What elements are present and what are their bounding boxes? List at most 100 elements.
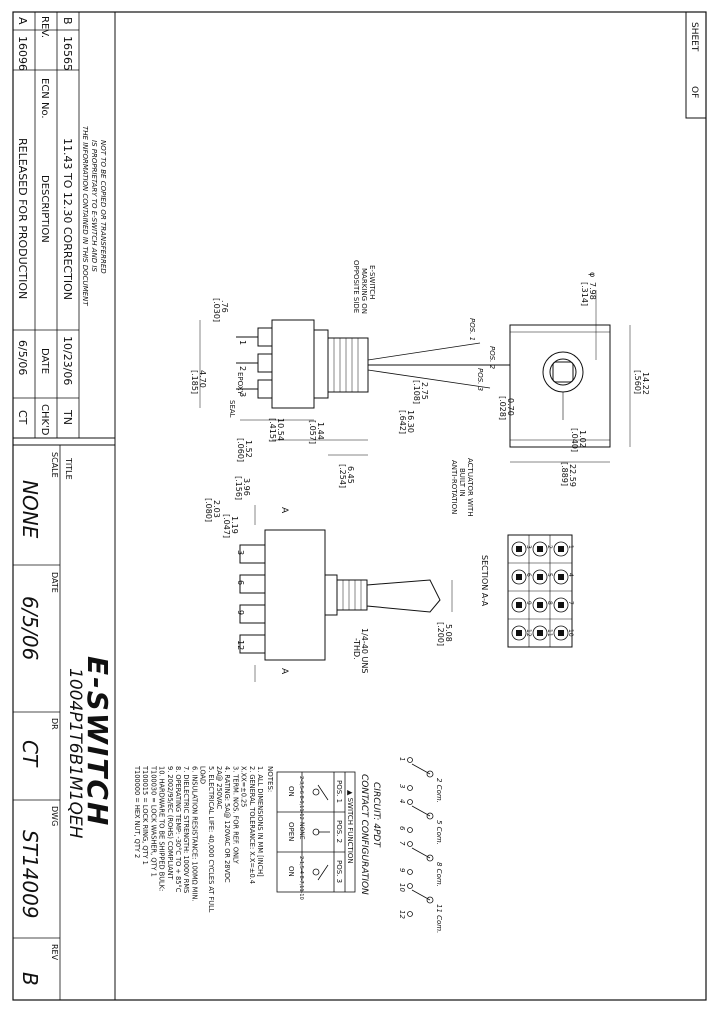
dim-value: 5.08: [444, 624, 453, 642]
terminal-label: 12: [398, 910, 406, 919]
note-line: 9. 2002/95/EC (ROHS) COMPLIANT: [166, 766, 174, 881]
section-terminal-number: 11: [546, 629, 553, 637]
common-label: 11 Com.: [435, 904, 443, 933]
contact-terminal: [407, 911, 413, 917]
section-terminal-number: 9: [525, 601, 532, 605]
note-line: 10. HARDWARE TO BE SHIPPED BULK:: [158, 766, 166, 891]
side-view: [199, 319, 510, 456]
contact-terminal: [407, 785, 413, 791]
front-view: [509, 290, 631, 463]
section-terminal: [532, 569, 548, 585]
terminal-label: 1: [398, 757, 406, 761]
dim-inch: [.040]: [570, 428, 579, 452]
section-terminal-number: 2: [546, 545, 553, 549]
dwg-value: ST14009: [18, 830, 42, 919]
section-terminal-core: [537, 546, 543, 552]
rev-row-chkd: CT: [16, 410, 29, 425]
common-label: 8 Com.: [435, 862, 443, 887]
function-cell: ON: [287, 866, 295, 877]
rev-row-ecn: 16565: [61, 36, 74, 71]
logo-text: E-SWITCH: [81, 656, 114, 827]
circuit-cell: 2-1,5-4 8-7,11-10: [298, 856, 304, 900]
note-line: 6. INSULATION RESISTANCE: 100MΩ MIN.: [190, 766, 198, 901]
section-terminal-number: 8: [546, 601, 553, 605]
terminal-label: 7: [398, 841, 406, 846]
terminal-label: 3: [398, 784, 406, 788]
common-contact: [426, 854, 434, 862]
rev-row-date: 10/23/06: [61, 336, 74, 385]
pos2-label: POS. 2: [488, 346, 496, 370]
description-header: DESCRIPTION: [39, 175, 50, 243]
section-terminal-core: [558, 546, 564, 552]
title-label: TITLE: [64, 457, 73, 480]
switch-function-table: [276, 771, 356, 893]
dim-value: 16.30: [406, 410, 415, 433]
dim-value: 3.96: [242, 478, 251, 496]
dim-inch: [.156]: [234, 476, 243, 500]
section-terminal: [511, 597, 527, 613]
terminal-label: 10: [398, 883, 406, 892]
notes-label: NOTES:: [266, 766, 274, 792]
rev-label: REV: [50, 944, 59, 961]
pos-header: POS. 2: [335, 820, 343, 843]
dim-value: 7.98: [588, 282, 597, 300]
section-terminal-core: [537, 574, 543, 580]
marking-label: E-SWITCH: [368, 265, 376, 299]
dim-inch: [.314]: [580, 282, 589, 306]
lever-taper: [366, 579, 441, 613]
note-line: T100015 = LOCK RING, QTY 1: [141, 765, 149, 865]
table-title: ▲ SWITCH FUNCTION: [346, 790, 354, 864]
rev-row-description: 11.43 TO 12.30 CORRECTION: [61, 138, 74, 300]
disclaimer-line: THE INFORMATION CONTAINED IN THIS DOCUME…: [81, 126, 89, 306]
scale-value: NONE: [18, 480, 42, 539]
marking-label: OPPOSITE SIDE: [352, 260, 360, 313]
brand-logo: E-SWITCH: [81, 656, 114, 827]
dim-inch: [.028]: [498, 396, 507, 420]
terminal-number: 3: [236, 550, 245, 555]
section-terminal-number: 6: [525, 573, 532, 577]
terminal-label: 6: [398, 826, 406, 831]
lever-symbols: [312, 784, 330, 881]
section-terminal-number: 7: [567, 601, 574, 605]
section-terminal: [511, 625, 527, 641]
switch-body: [271, 319, 315, 409]
dim-value: 4.70: [198, 370, 207, 388]
function-cell: ON: [287, 786, 295, 797]
antirot-label: ACTUATOR WITH: [466, 458, 474, 517]
section-terminal-core: [537, 602, 543, 608]
rev-row-rev: B: [61, 17, 74, 25]
note-line: 3. TERM. NOS. FOR REF. ONLY: [231, 766, 239, 865]
contact-terminal: [407, 869, 413, 875]
rev-value: B: [18, 972, 42, 986]
rev-row-rev: A: [16, 17, 29, 25]
contact-blade: [411, 805, 431, 817]
thd-label: 1/4-40 UNS: [360, 628, 369, 673]
dim-value: 2.03: [212, 500, 221, 518]
section-terminal-number: 1: [567, 545, 574, 549]
section-terminal: [553, 597, 569, 613]
drawing-title: 1004P1T6B1M1QEH: [65, 668, 85, 839]
contact-terminal: [407, 883, 413, 889]
dim-inch: [.889]: [560, 462, 569, 486]
rev-row-date: 6/5/06: [16, 340, 29, 375]
note-line: 8. OPERATING TEMP: -30°C TO + 85°C: [174, 766, 182, 893]
antirot-label: BUILT IN: [458, 468, 466, 497]
contact-label: CONTACT CONFIGURATION: [359, 774, 369, 895]
marking-label: MARKING ON: [360, 268, 368, 314]
dim-value: .76: [220, 300, 229, 313]
disclaimer-line: IS PROPRIETARY TO E-SWITCH AND IS: [90, 140, 98, 272]
contact-terminal: [407, 841, 413, 847]
section-terminal-core: [516, 546, 522, 552]
lever-pos3: [367, 369, 491, 389]
title-block: TITLE 1004P1T6B1M1QEH E-SWITCH SCALE NON…: [12, 444, 116, 1001]
section-terminal: [532, 541, 548, 557]
pos3-label: POS. 3: [476, 368, 484, 391]
common-contact: [426, 770, 434, 778]
section-terminal-number: 5: [546, 573, 553, 577]
contact-config: CONTACT CONFIGURATION ▲ SWITCH FUNCTION …: [276, 771, 369, 900]
dim-inch: [.642]: [398, 410, 407, 434]
dim-inch: [.108]: [412, 380, 421, 404]
terminal-number: 9: [236, 610, 245, 615]
note-line: 5. ELECTRICAL LIFE: 40,000 CYCLES AT FUL…: [207, 766, 215, 913]
